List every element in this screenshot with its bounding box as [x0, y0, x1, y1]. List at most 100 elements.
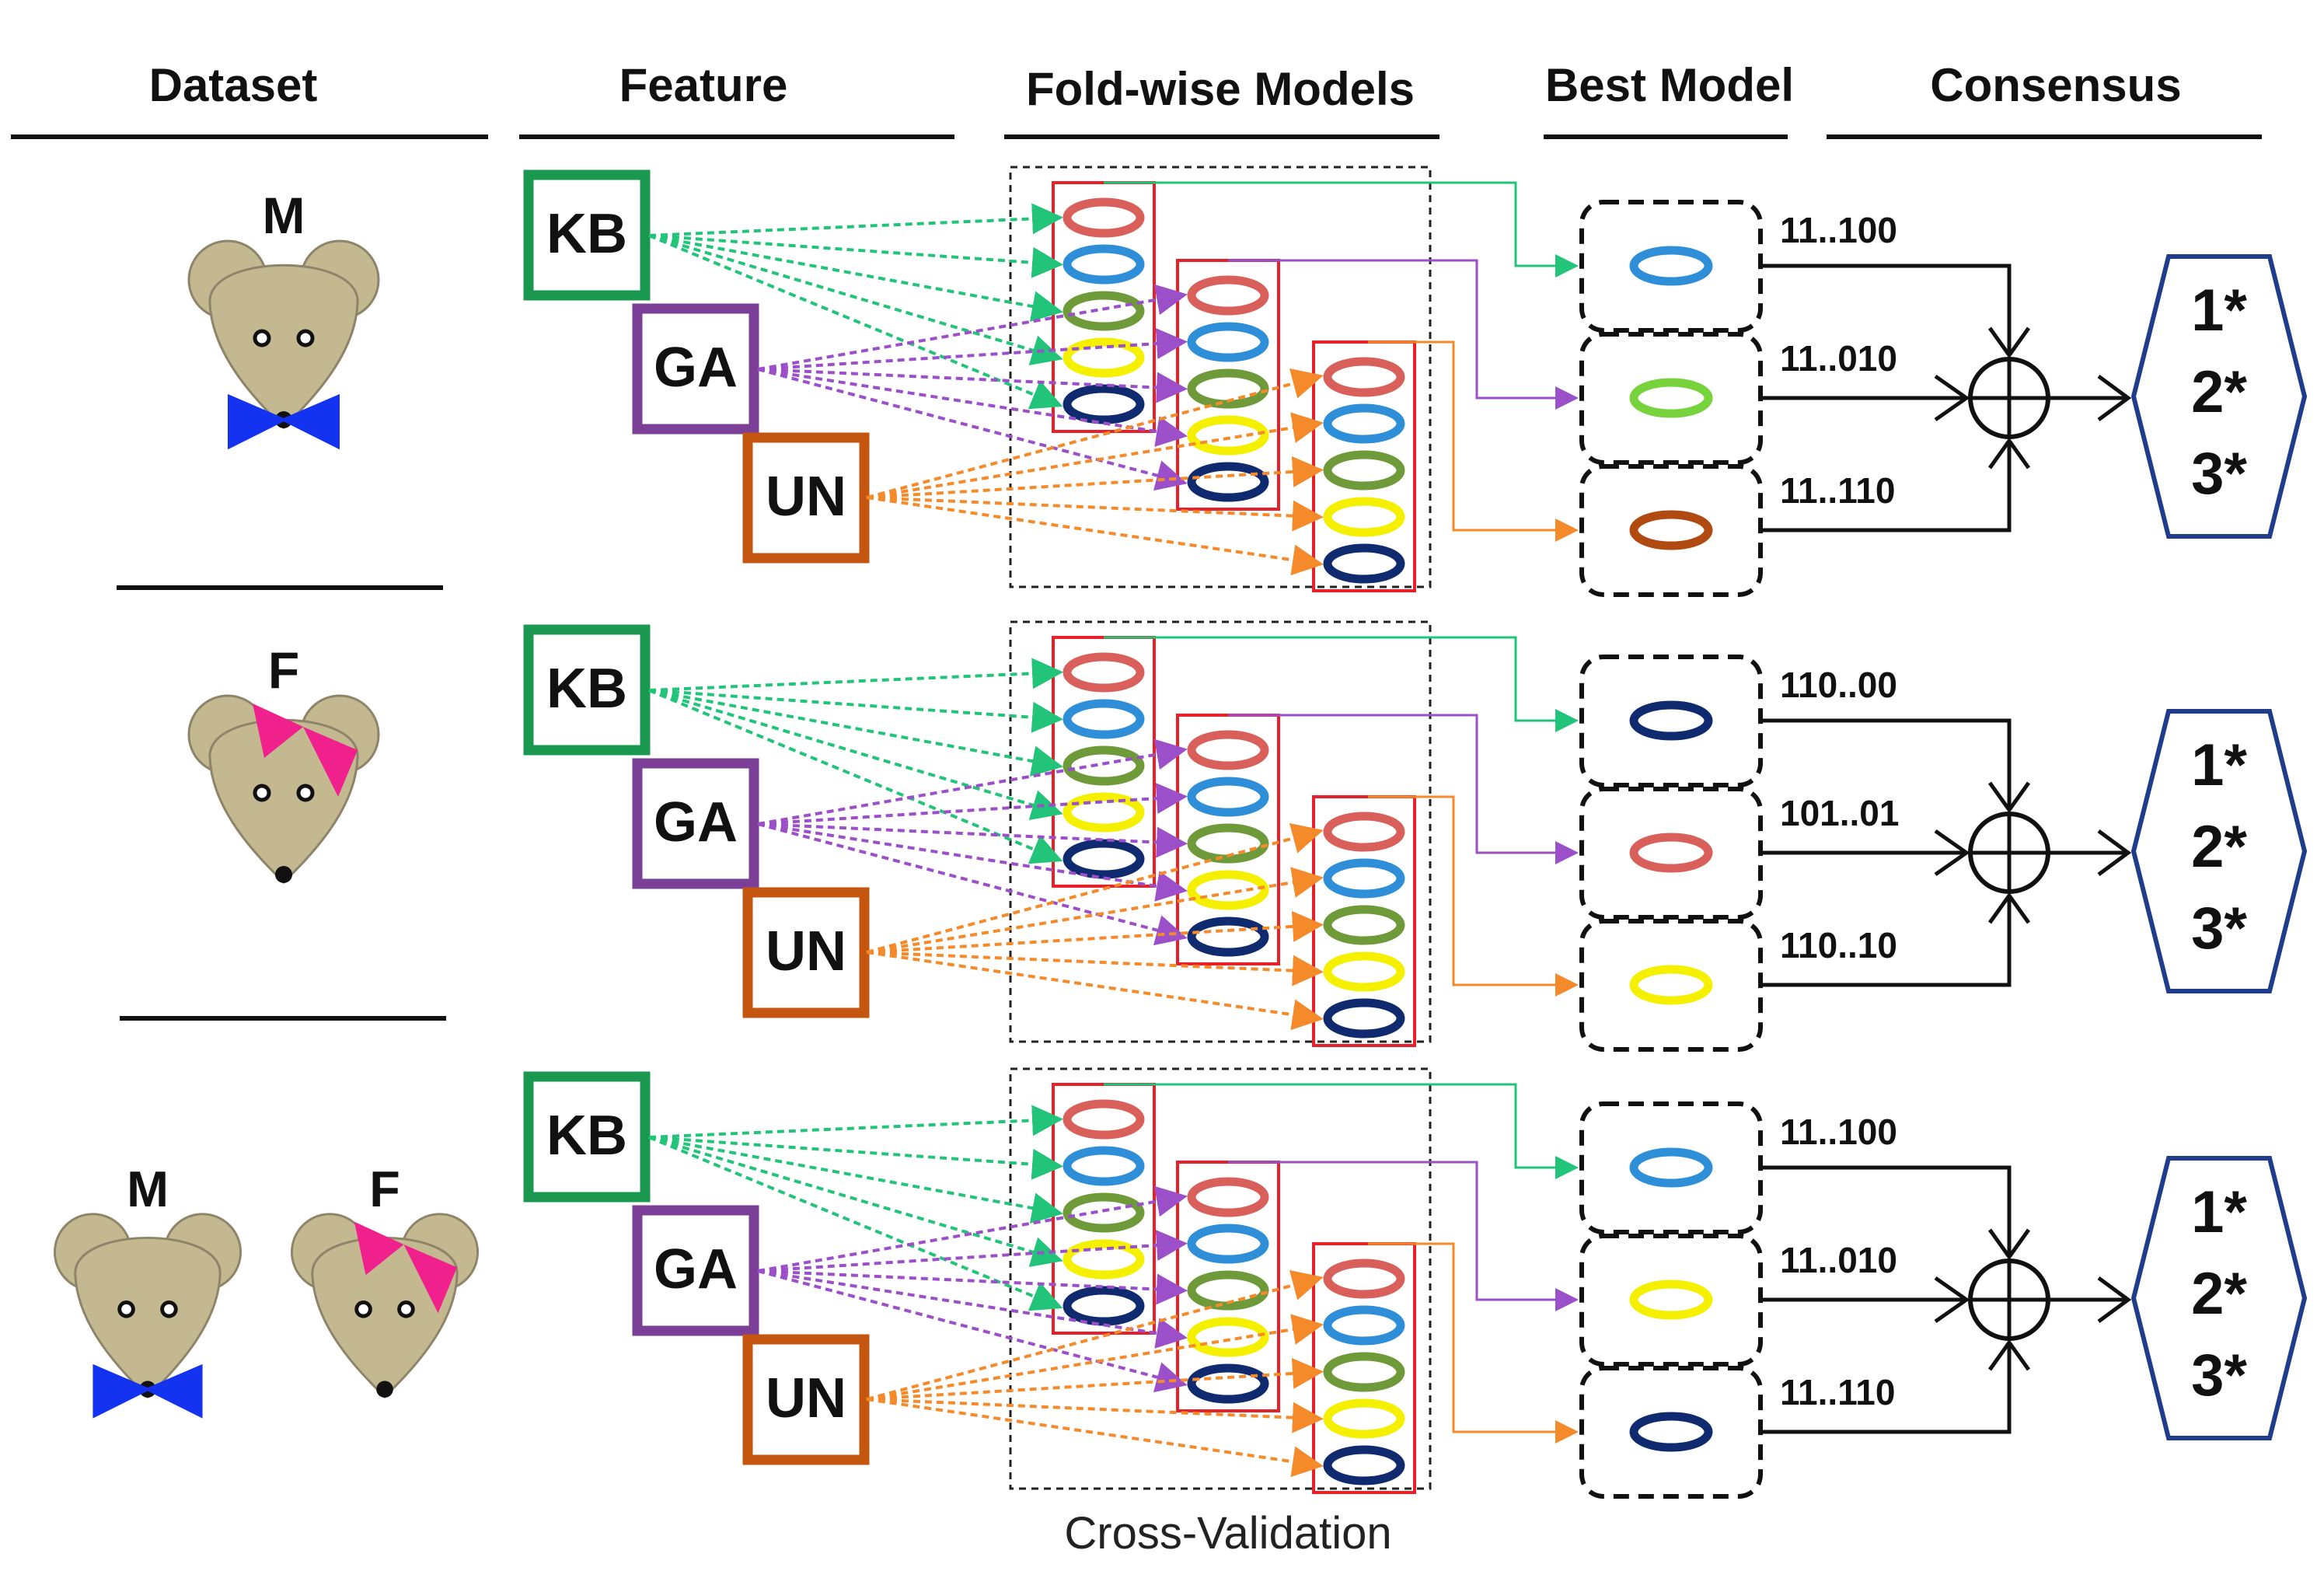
fold-model-ellipse — [1063, 745, 1145, 786]
fold-model-ellipse — [1187, 1317, 1269, 1357]
fold-model-ellipse — [1323, 858, 1405, 899]
consensus-hexagon — [2130, 254, 2308, 539]
feature-to-fold-arrow — [757, 368, 1188, 403]
feature-label-ga: GA — [654, 1238, 738, 1300]
feature-to-fold-arrow — [648, 234, 1063, 365]
feature-label-ga: GA — [654, 337, 738, 399]
feature-to-fold-arrow — [866, 412, 1324, 499]
arrowhead-icon — [1934, 829, 1970, 877]
feature-to-fold-arrow — [866, 1398, 1324, 1478]
fold-model-ellipse — [1063, 384, 1145, 424]
fold-to-best-arrow — [1104, 1083, 1579, 1179]
feature-to-fold-arrow — [757, 822, 1188, 902]
feature-label-un: UN — [766, 1367, 846, 1430]
feature-to-fold-arrow — [648, 689, 1063, 864]
fold-model-ellipse — [1063, 197, 1145, 238]
fold-model-ellipse — [1323, 905, 1405, 945]
male-mouse-icon: M — [187, 187, 380, 450]
bowtie-icon — [228, 393, 288, 450]
row-separators — [117, 585, 446, 1021]
fold-model-ellipse — [1187, 1224, 1269, 1264]
feature-to-fold-arrow — [648, 1136, 1063, 1267]
mouse-eye — [117, 1300, 135, 1318]
best-model-box — [1579, 787, 1763, 920]
feature-to-fold-arrow — [757, 822, 1188, 946]
selection-code: 101..01 — [1780, 793, 1899, 833]
feature-box-ga — [632, 758, 759, 889]
arrowhead-icon — [2097, 1276, 2132, 1324]
female-mouse-icon: F — [187, 641, 380, 885]
best-model-ellipse — [1629, 833, 1713, 873]
selection-code: 11..100 — [1780, 210, 1897, 250]
fold-model-ellipse — [1063, 337, 1145, 378]
mouse-eye — [296, 784, 315, 802]
feature-box-un — [742, 1334, 870, 1465]
arrowhead-icon — [2097, 374, 2132, 422]
feature-label-ga: GA — [654, 791, 738, 854]
fold-model-ellipse — [1187, 823, 1269, 864]
feature-to-fold-arrow — [648, 234, 1063, 322]
feature-to-fold-arrow — [866, 496, 1324, 576]
fold-to-best-arrow — [1368, 1242, 1579, 1444]
mouse-nose — [275, 866, 292, 883]
consensus-connector — [1760, 718, 2012, 810]
hair-bow-icon — [253, 703, 303, 758]
fold-to-best-arrow — [1104, 181, 1579, 278]
mouse-sex-label: M — [127, 1161, 169, 1217]
feature-to-fold-arrow — [757, 328, 1188, 371]
column-headers: Dataset Feature Fold-wise Models Best Mo… — [149, 59, 2182, 115]
fold-model-ellipse — [1063, 1099, 1145, 1140]
mouse-eye — [253, 329, 271, 347]
header-fold-models: Fold-wise Models — [1026, 63, 1415, 115]
feature-to-fold-arrow — [866, 496, 1324, 532]
selection-code: 11..110 — [1780, 470, 1895, 511]
arrowhead-icon — [1987, 1228, 2031, 1261]
consensus-connector — [1760, 895, 2012, 987]
feature-box-kb — [523, 169, 651, 301]
best-model-box — [1579, 919, 1763, 1052]
fold-model-ellipse — [1187, 462, 1269, 502]
best-model-ellipse — [1629, 700, 1713, 741]
best-model-ellipse — [1629, 1280, 1713, 1320]
bowtie-icon — [144, 1363, 203, 1419]
fold-model-ellipse — [1063, 1286, 1145, 1326]
fold-to-best-arrow — [1368, 795, 1579, 997]
fold-to-best-arrow — [1104, 636, 1579, 732]
arrowhead-icon — [1934, 1276, 1970, 1324]
header-consensus: Consensus — [1930, 59, 2181, 111]
fold-model-ellipse — [1063, 652, 1145, 693]
fold-model-ellipse — [1323, 403, 1405, 444]
feature-to-fold-arrow — [866, 822, 1324, 954]
mouse-eye — [397, 1300, 415, 1318]
bowtie-icon — [92, 1363, 152, 1419]
feature-to-fold-arrow — [648, 1136, 1063, 1224]
feature-to-fold-arrow — [648, 658, 1063, 692]
feature-to-fold-arrow — [866, 456, 1324, 499]
feature-label-kb: KB — [546, 203, 627, 265]
selection-code: 11..100 — [1780, 1112, 1897, 1152]
best-model-box — [1579, 655, 1763, 787]
feature-to-fold-arrow — [866, 867, 1324, 954]
consensus-rank-label: 3* — [2191, 1342, 2247, 1409]
bowtie-icon — [280, 393, 340, 450]
fold-model-ellipse — [1063, 244, 1145, 285]
feature-to-fold-arrow — [866, 910, 1324, 954]
feature-to-fold-arrow — [866, 368, 1324, 499]
fold-model-ellipse — [1323, 1445, 1405, 1485]
fold-model-ellipse — [1187, 916, 1269, 957]
fold-model-ellipse — [1063, 839, 1145, 879]
fold-model-ellipse — [1323, 1305, 1405, 1346]
best-model-box — [1579, 1366, 1763, 1499]
fold-model-ellipse — [1187, 415, 1269, 456]
consensus-connector — [1760, 264, 2012, 355]
fold-model-ellipse — [1187, 1270, 1269, 1311]
best-model-box — [1579, 1234, 1763, 1367]
arrowhead-icon — [1987, 781, 2031, 814]
arrowhead-icon — [1987, 1339, 2031, 1371]
feature-label-un: UN — [766, 466, 846, 528]
feature-to-fold-arrow — [866, 951, 1324, 986]
cross-validation-label: Cross-Validation — [1064, 1508, 1391, 1559]
